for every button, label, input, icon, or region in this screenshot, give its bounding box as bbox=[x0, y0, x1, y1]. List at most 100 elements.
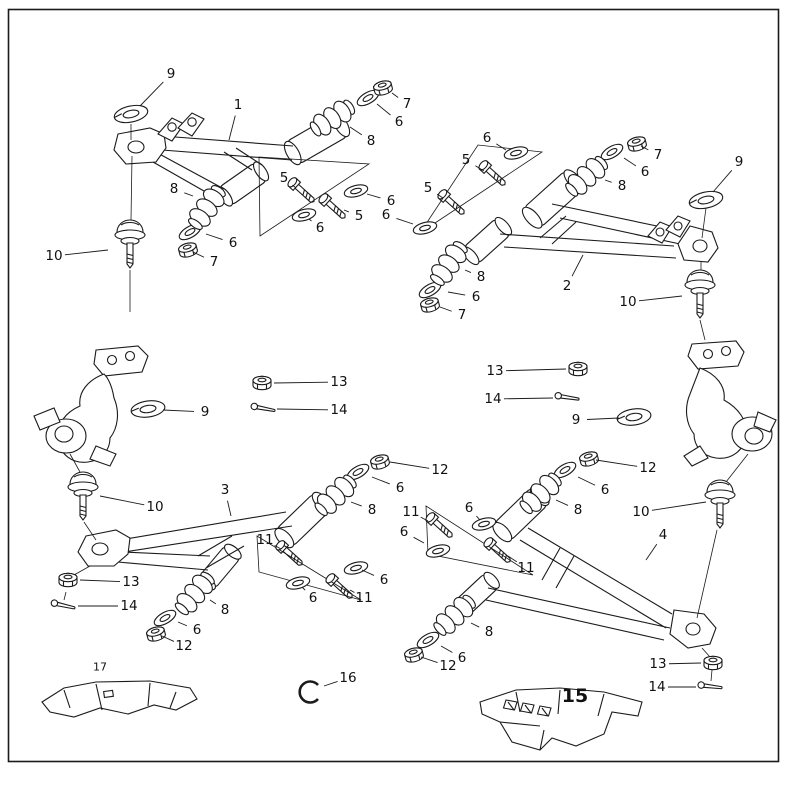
ball-joint bbox=[114, 219, 146, 269]
callout-label: 11 bbox=[355, 590, 372, 606]
leader-line bbox=[366, 193, 381, 199]
leader-line bbox=[389, 461, 430, 469]
leader-line bbox=[350, 501, 362, 507]
callout-label: 14 bbox=[484, 391, 501, 407]
callout-label: 12 bbox=[439, 658, 456, 674]
page-border bbox=[7, 8, 780, 763]
callout-label: 13 bbox=[486, 363, 503, 379]
callout-label: 12 bbox=[431, 462, 448, 478]
leader-line bbox=[440, 645, 453, 653]
rubber-bushing bbox=[425, 236, 473, 291]
callout-label: 10 bbox=[146, 499, 163, 515]
callout-label: 5 bbox=[462, 152, 471, 168]
leader-line bbox=[586, 417, 620, 420]
flat-washer bbox=[342, 182, 370, 200]
ear-hole bbox=[655, 227, 665, 237]
callout-label: 8 bbox=[170, 181, 179, 197]
leader-line bbox=[349, 126, 363, 136]
ball-joint bbox=[684, 269, 716, 319]
leader-line bbox=[209, 599, 217, 605]
leader-line bbox=[645, 543, 658, 561]
callout-label: 14 bbox=[120, 598, 137, 614]
hex-nut bbox=[177, 240, 199, 260]
slotted-washer bbox=[687, 188, 725, 212]
hex-nut bbox=[403, 645, 425, 665]
leader-line bbox=[464, 269, 472, 274]
leader-line bbox=[276, 408, 329, 411]
leader-line bbox=[447, 291, 466, 296]
callout-label: 11 bbox=[517, 560, 534, 576]
callout-label: 6 bbox=[309, 590, 318, 606]
leader-line bbox=[79, 579, 121, 583]
hex-nut bbox=[419, 295, 441, 315]
callout-label: 8 bbox=[368, 502, 377, 518]
bolt bbox=[285, 175, 319, 207]
leader-line bbox=[301, 586, 306, 591]
callout-label: 7 bbox=[458, 307, 467, 323]
callout-label: 15 bbox=[562, 685, 588, 707]
callout-label: 14 bbox=[648, 679, 665, 695]
callout-label: 5 bbox=[355, 208, 364, 224]
bolt bbox=[316, 191, 350, 223]
hex-nut bbox=[578, 449, 600, 469]
hardware-parts-layer bbox=[50, 78, 736, 704]
callout-label: 13 bbox=[649, 656, 666, 672]
callout-label: 6 bbox=[400, 524, 409, 540]
callout-label: 9 bbox=[572, 412, 581, 428]
leader-line bbox=[177, 621, 188, 627]
callout-label: 6 bbox=[387, 193, 396, 209]
callout-label: 13 bbox=[122, 574, 139, 590]
leader-line bbox=[184, 192, 194, 197]
cotter-pin bbox=[697, 680, 723, 691]
leader-line bbox=[99, 495, 145, 506]
leader-line bbox=[323, 681, 338, 687]
ear-hole bbox=[167, 122, 177, 132]
leader-line bbox=[651, 501, 707, 511]
flat-washer bbox=[424, 542, 452, 560]
leader-line bbox=[413, 536, 425, 544]
callout-label: 9 bbox=[201, 404, 210, 420]
leader-line bbox=[274, 545, 282, 550]
arm-tubes bbox=[117, 511, 293, 571]
flat-washer bbox=[151, 606, 179, 630]
leader-line bbox=[475, 165, 485, 172]
arm-tubes bbox=[499, 203, 681, 259]
leader-line bbox=[371, 476, 390, 485]
leader-line bbox=[503, 397, 554, 400]
leader-line bbox=[228, 115, 236, 141]
ear-hole bbox=[673, 221, 683, 231]
leader-line bbox=[192, 251, 205, 258]
callout-label: 8 bbox=[367, 133, 376, 149]
bolt bbox=[423, 510, 457, 542]
leader-line bbox=[391, 92, 399, 98]
slotted-washer bbox=[615, 406, 653, 428]
leader-line bbox=[555, 499, 569, 506]
callout-label: 6 bbox=[472, 289, 481, 305]
callout-label: 6 bbox=[316, 220, 325, 236]
flat-washer bbox=[342, 559, 370, 577]
callout-label: 5 bbox=[424, 180, 433, 196]
callout-label: 8 bbox=[574, 502, 583, 518]
leader-line bbox=[638, 295, 683, 302]
callout-label: 8 bbox=[477, 269, 486, 285]
callout-label: 12 bbox=[175, 638, 192, 654]
assembly-axis-lines bbox=[63, 124, 749, 682]
steering-knuckle-right bbox=[683, 340, 777, 467]
leader-line bbox=[604, 179, 612, 183]
callout-label: 6 bbox=[395, 114, 404, 130]
leader-line bbox=[273, 381, 329, 384]
callout-label: 17 bbox=[93, 661, 107, 674]
leader-line bbox=[623, 157, 637, 167]
bracket-hole bbox=[127, 140, 145, 154]
pivot-sleeve bbox=[461, 216, 513, 266]
callout-label: 16 bbox=[339, 670, 356, 686]
leader-line bbox=[668, 662, 702, 665]
callout-label: 14 bbox=[330, 402, 347, 418]
flat-washer bbox=[470, 515, 498, 533]
callout-label: 2 bbox=[563, 278, 572, 294]
hex-nut bbox=[372, 78, 394, 98]
ear-hole bbox=[187, 117, 197, 127]
leader-line bbox=[640, 145, 649, 151]
